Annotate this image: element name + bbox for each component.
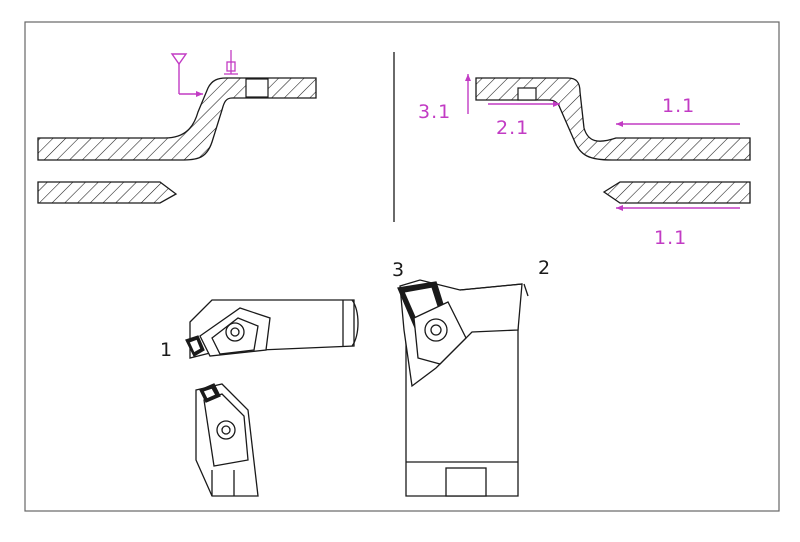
label-op-1-1-bottom: 1.1 <box>654 227 687 249</box>
feed-arrows <box>465 74 740 211</box>
right-flange-slot <box>517 87 537 101</box>
tool-boring-bar <box>397 279 529 497</box>
label-tool-3: 3 <box>392 259 404 281</box>
label-op-3-1: 3.1 <box>418 101 451 123</box>
left-flange-slot <box>245 78 269 98</box>
label-tool-2: 2 <box>538 257 550 279</box>
label-op-2-1: 2.1 <box>496 117 529 139</box>
left-workpiece <box>37 77 317 204</box>
label-tool-1: 1 <box>160 339 172 361</box>
datum-symbol-left <box>170 53 203 97</box>
tool-1-horizontal <box>185 299 359 359</box>
drawing-frame <box>24 21 780 512</box>
datum-marker-left <box>224 50 238 75</box>
right-workpiece <box>475 77 751 204</box>
label-op-1-1-top: 1.1 <box>662 95 695 117</box>
tool-vertical-holder <box>195 383 259 497</box>
